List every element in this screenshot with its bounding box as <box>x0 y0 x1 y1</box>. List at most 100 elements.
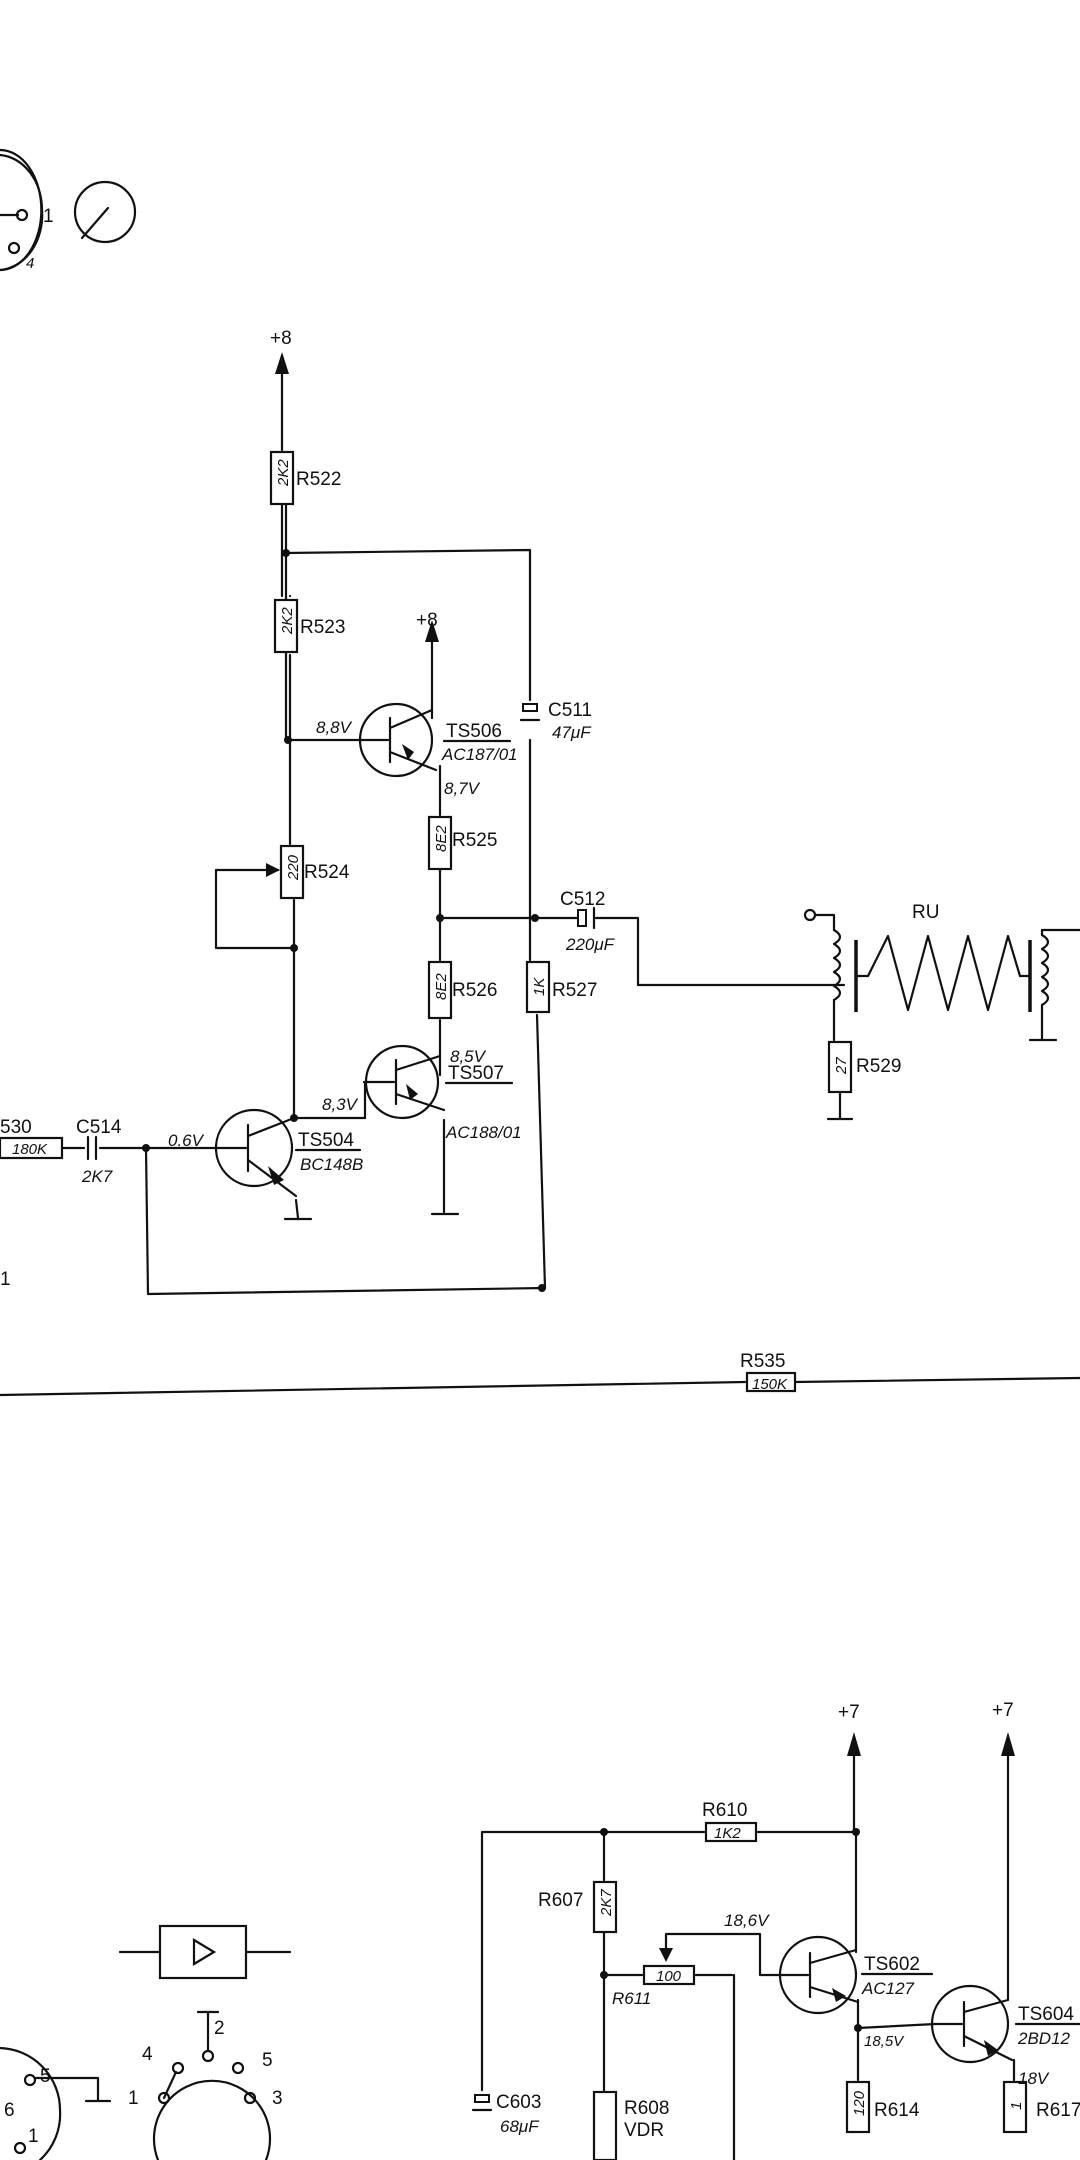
r614-label: R614 <box>874 2100 920 2121</box>
svg-text:180K: 180K <box>12 1141 48 1158</box>
conn-left-pin-1: 1 <box>28 2126 39 2147</box>
resistor-r530: 180K 530 <box>0 1117 64 1160</box>
c511-label: C511 <box>548 700 592 721</box>
resistor-r614: 120 R614 <box>845 2080 920 2134</box>
svg-text:120: 120 <box>851 2090 868 2116</box>
supply-bottom-b: +7 <box>992 1700 1014 1721</box>
r608-sub: VDR <box>624 2120 664 2141</box>
conn-pin-2: 2 <box>214 2018 225 2039</box>
ts602-type: AC127 <box>861 1979 915 1998</box>
ts506-name: TS506 <box>446 721 502 742</box>
left-digit: 1 <box>0 1269 11 1290</box>
supply-bottom-a: +7 <box>838 1702 860 1723</box>
voltage-18-5: 18,5V <box>864 2033 905 2050</box>
resistor-r526: 8E2 R526 <box>427 960 497 1020</box>
svg-text:1: 1 <box>1008 2102 1025 2110</box>
voltage-8-7: 8,7V <box>444 779 481 798</box>
conn-left-pin-5: 5 <box>40 2066 51 2087</box>
connector-top-left: 1 4 <box>0 148 137 272</box>
c512-label: C512 <box>560 889 605 910</box>
conn-pin-3: 3 <box>272 2088 283 2109</box>
junction-dots <box>142 549 546 1292</box>
supply-top-a: +8 <box>270 328 292 349</box>
voltage-0-6: 0.6V <box>168 1131 205 1150</box>
resistor-r607: 2K7 R607 <box>538 1880 618 1934</box>
transistor-ts602: TS602 AC127 <box>778 1935 934 2015</box>
r526-label: R526 <box>452 980 497 1001</box>
voltage-18: 18V <box>1018 2069 1050 2088</box>
conn-pin-4: 4 <box>142 2044 153 2065</box>
c514-value: 2K7 <box>81 1167 113 1186</box>
stage2-wiring <box>480 1732 1015 2160</box>
capacitor-c603: C603 68μF <box>471 2092 541 2136</box>
svg-text:100: 100 <box>656 1968 682 1985</box>
resistor-r608: R608 VDR <box>592 2090 669 2160</box>
r617-label: R617 <box>1036 2100 1080 2121</box>
svg-text:8E2: 8E2 <box>433 973 450 1000</box>
coil-label: RU <box>912 902 939 923</box>
conn-left-pin-6: 6 <box>4 2100 15 2121</box>
r608-label: R608 <box>624 2098 669 2119</box>
resistor-r527: 1K R527 <box>525 960 597 1014</box>
ts507-name: TS507 <box>448 1063 504 1084</box>
ts602-name: TS602 <box>864 1954 920 1975</box>
svg-text:1K: 1K <box>531 977 548 996</box>
amplifier-symbol <box>118 1924 292 1980</box>
ts504-type: BC148B <box>300 1155 363 1174</box>
capacitor-c511: C511 47μF <box>519 700 592 742</box>
transistor-ts604: TS604 2BD12 <box>930 1984 1080 2082</box>
resistor-r617: 1 R617 <box>1002 2080 1080 2134</box>
svg-text:8E2: 8E2 <box>433 825 450 852</box>
stage1-wiring <box>0 352 1080 1397</box>
resistor-r525: 8E2 R525 <box>427 815 497 871</box>
supply-top-b: +8 <box>416 610 438 631</box>
transistor-ts507: TS507 AC188/01 <box>362 1044 522 1142</box>
ts604-name: TS604 <box>1018 2004 1074 2025</box>
resistor-r611: 100 R611 <box>612 1964 696 2008</box>
c514-label: C514 <box>76 1117 122 1138</box>
resistor-r610: 1K2 R610 <box>702 1800 758 1843</box>
c511-value: 47μF <box>552 723 592 742</box>
conn-pin-5: 5 <box>262 2050 273 2071</box>
r525-label: R525 <box>452 830 497 851</box>
resistor-r524: 220 R524 <box>279 844 350 900</box>
c603-value: 68μF <box>500 2117 540 2136</box>
voltage-8-3: 8,3V <box>322 1095 359 1114</box>
resistor-r522: 2K2 R522 <box>269 450 341 506</box>
ts506-type: AC187/01 <box>441 745 518 764</box>
stage2-junctions <box>600 1828 862 2032</box>
r611-label: R611 <box>612 1989 651 2008</box>
connector-pin-1: 1 <box>43 206 54 227</box>
svg-text:2K7: 2K7 <box>598 1889 615 1917</box>
capacitor-c514: C514 2K7 <box>76 1117 122 1186</box>
r610-label: R610 <box>702 1800 747 1821</box>
svg-text:2K2: 2K2 <box>275 459 292 487</box>
r524-label: R524 <box>304 862 350 883</box>
r523-label: R523 <box>300 617 345 638</box>
r535-label: R535 <box>740 1351 785 1372</box>
r527-label: R527 <box>552 980 597 1001</box>
transistor-ts506: TS506 AC187/01 <box>358 702 518 778</box>
c603-label: C603 <box>496 2092 541 2113</box>
conn-pin-1: 1 <box>128 2088 139 2109</box>
svg-text:1K2: 1K2 <box>714 1825 741 1842</box>
transistor-ts504: TS504 BC148B <box>214 1108 363 1198</box>
r607-label: R607 <box>538 1890 583 1911</box>
voltage-18-6: 18,6V <box>724 1911 770 1930</box>
resistor-r535: 150K R535 <box>740 1351 797 1393</box>
capacitor-c512: C512 220μF <box>560 889 616 954</box>
voltage-8-8: 8,8V <box>316 718 353 737</box>
connector-bottom-left: 5 6 1 <box>0 2046 112 2160</box>
resistor-r523: 2K2 R523 <box>273 598 345 654</box>
r530-label: 530 <box>0 1117 32 1138</box>
coil-ru: RU <box>803 902 1080 1042</box>
ts507-type: AC188/01 <box>445 1123 522 1142</box>
ts604-type: 2BD12 <box>1017 2029 1071 2048</box>
r522-label: R522 <box>296 469 341 490</box>
connector-pin-4: 4 <box>26 255 34 272</box>
resistor-r529: 27 R529 <box>826 1040 901 1121</box>
c512-value: 220μF <box>565 935 616 954</box>
connector-bottom-center: 2 4 5 1 3 <box>128 2010 283 2160</box>
svg-text:27: 27 <box>833 1057 850 1075</box>
